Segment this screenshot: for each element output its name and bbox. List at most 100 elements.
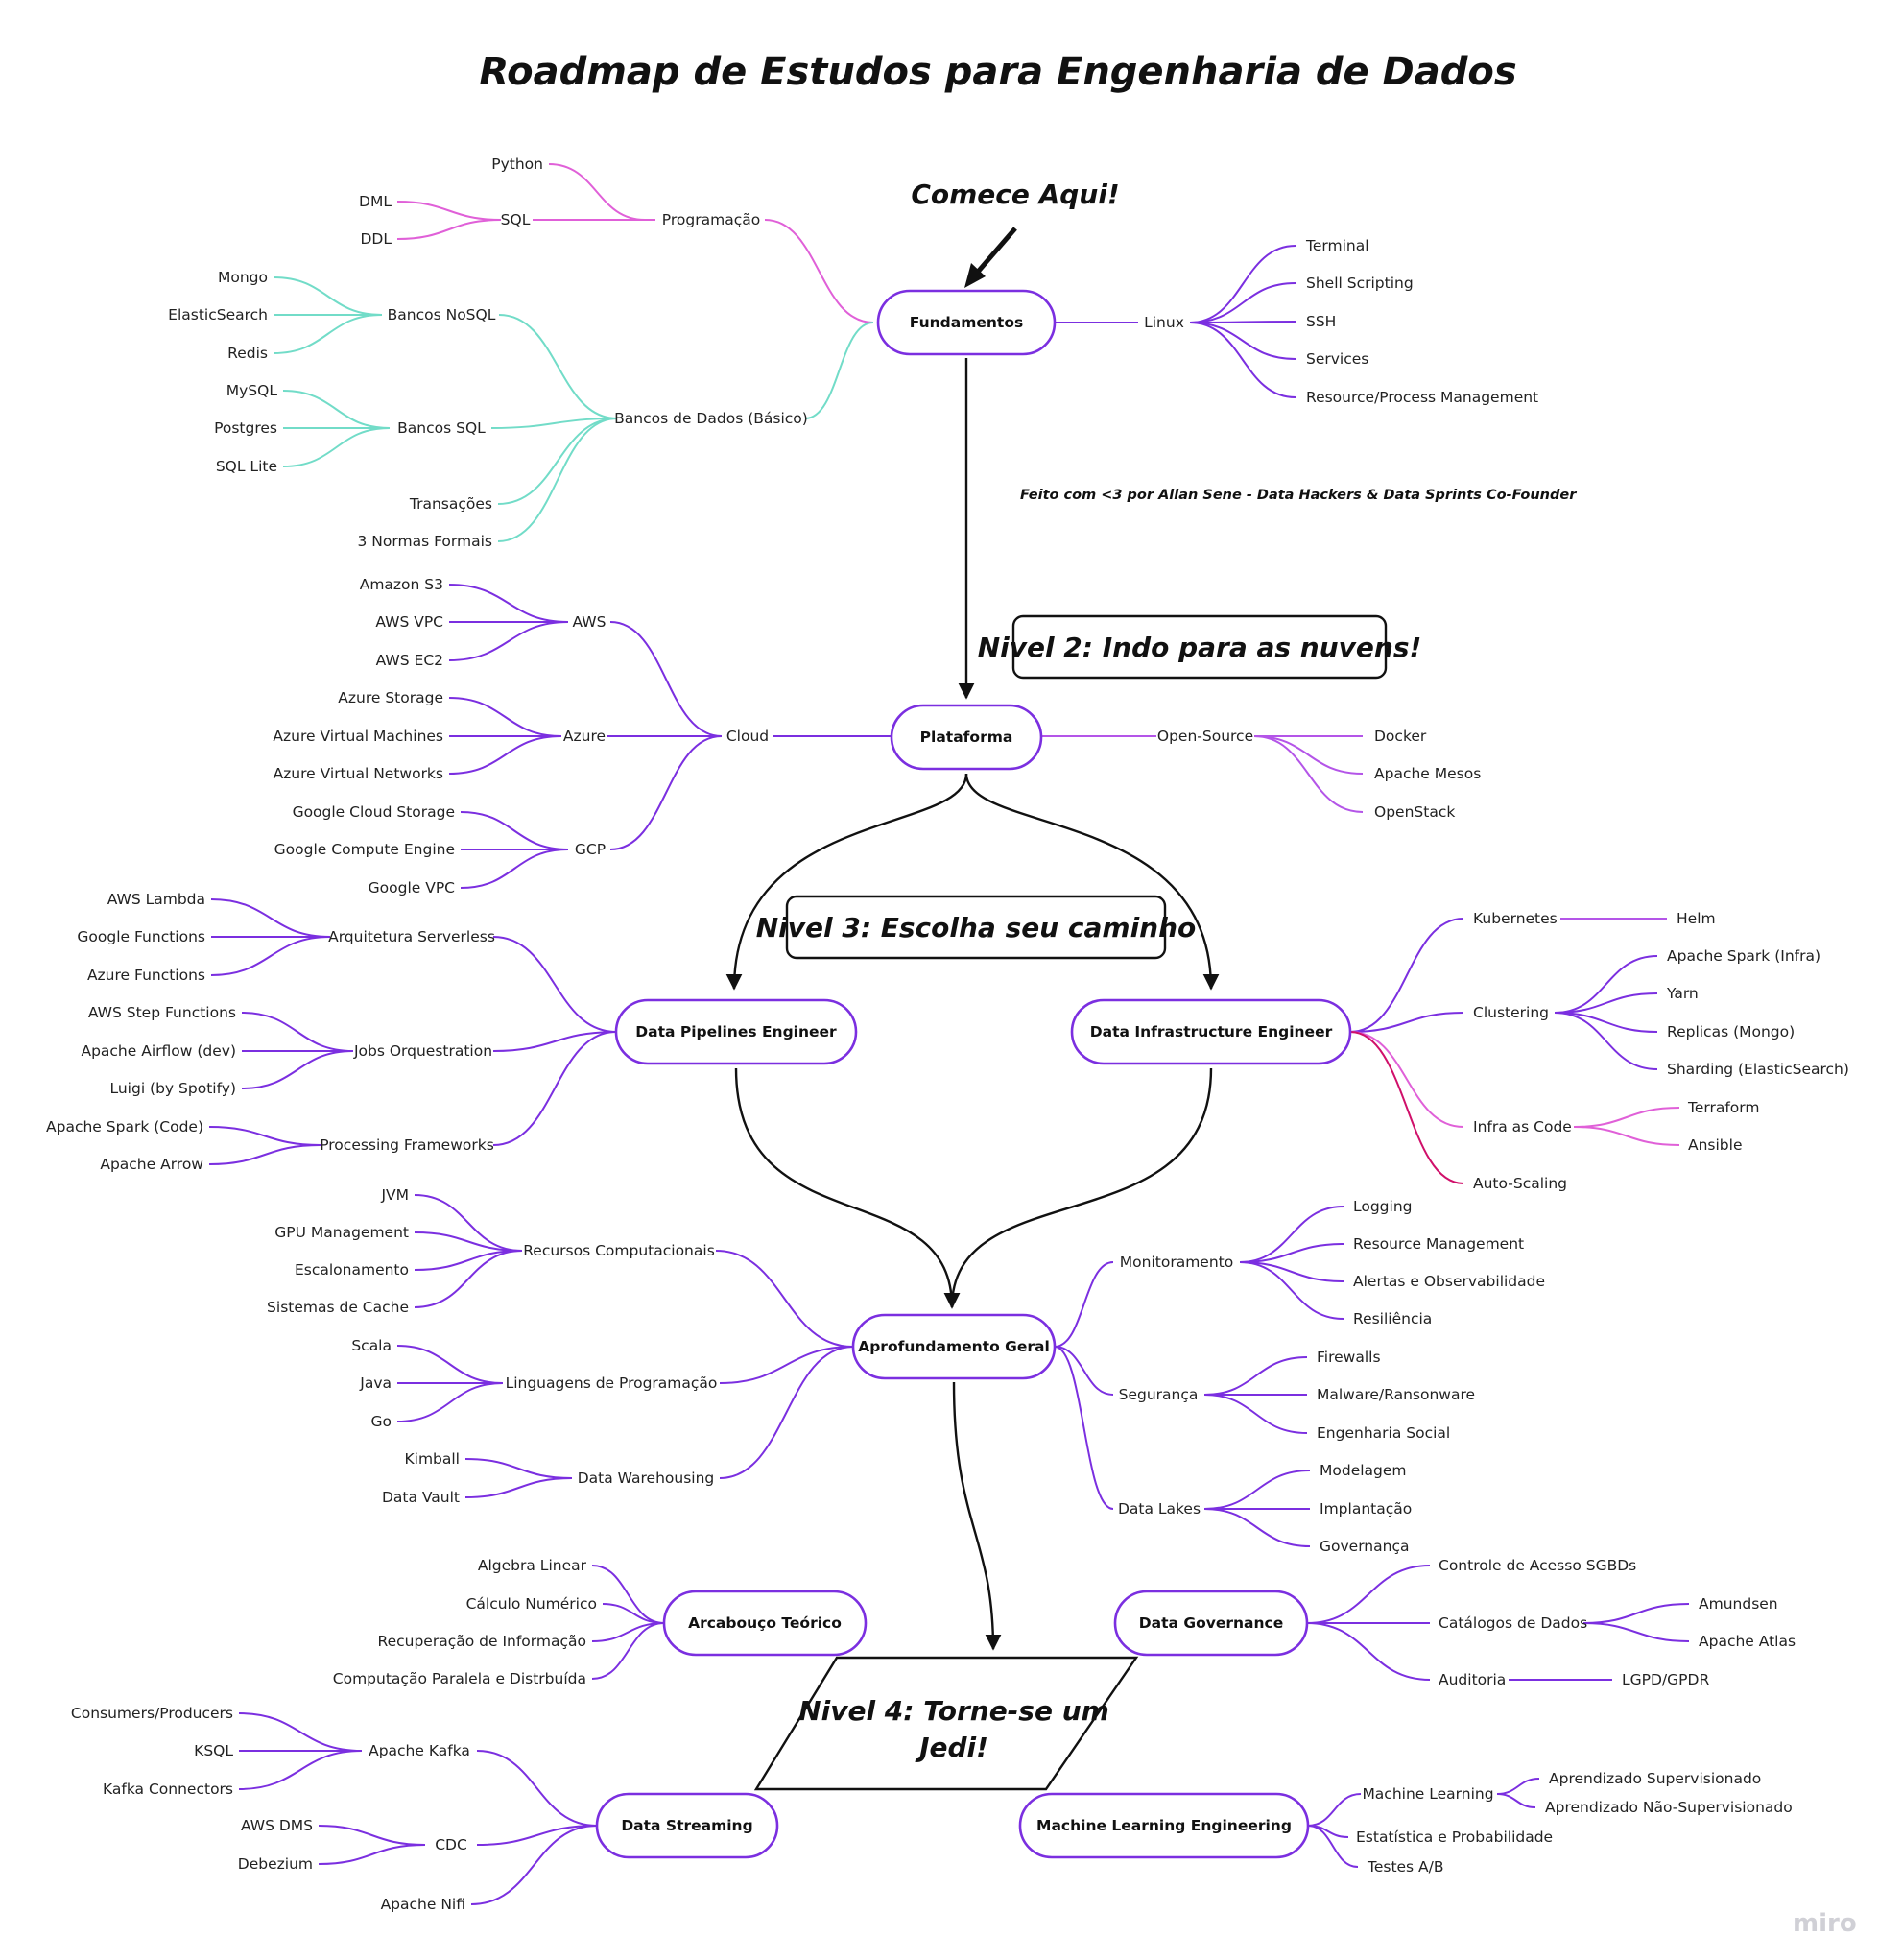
topic-amundsen[interactable]: Amundsen (1699, 1595, 1778, 1613)
topic-seguranca[interactable]: Segurança (1119, 1386, 1199, 1403)
topic-sqllite[interactable]: SQL Lite (216, 458, 277, 475)
topic-sql[interactable]: SQL (501, 211, 531, 228)
topic-calculo[interactable]: Cálculo Numérico (466, 1595, 597, 1613)
topic-resource-process[interactable]: Resource/Process Management (1306, 389, 1538, 406)
topic-shell[interactable]: Shell Scripting (1306, 275, 1414, 292)
node-governance[interactable]: Data Governance (1113, 1590, 1309, 1657)
topic-java[interactable]: Java (359, 1374, 392, 1392)
topic-auditoria[interactable]: Auditoria (1439, 1671, 1506, 1688)
topic-spark-infra[interactable]: Apache Spark (Infra) (1667, 947, 1820, 965)
node-plataforma[interactable]: Plataforma (890, 704, 1043, 771)
topic-firewalls[interactable]: Firewalls (1317, 1349, 1381, 1366)
topic-data-vault[interactable]: Data Vault (382, 1489, 460, 1506)
topic-yarn[interactable]: Yarn (1666, 985, 1699, 1002)
topic-nosql[interactable]: Bancos NoSQL (388, 306, 496, 323)
topic-docker[interactable]: Docker (1374, 728, 1427, 745)
topic-aws[interactable]: AWS (573, 613, 607, 631)
topic-terraform[interactable]: Terraform (1687, 1099, 1759, 1116)
topic-kafka[interactable]: Apache Kafka (369, 1742, 470, 1759)
topic-ksql[interactable]: KSQL (194, 1742, 233, 1759)
node-streaming[interactable]: Data Streaming (595, 1792, 779, 1859)
topic-alertas[interactable]: Alertas e Observabilidade (1353, 1273, 1545, 1290)
topic-openstack[interactable]: OpenStack (1374, 803, 1455, 821)
topic-gce[interactable]: Google Compute Engine (274, 841, 455, 858)
topic-ssh[interactable]: SSH (1306, 313, 1336, 330)
topic-testes[interactable]: Testes A/B (1367, 1858, 1444, 1876)
topic-governanca[interactable]: Governança (1320, 1538, 1409, 1555)
topic-implantacao[interactable]: Implantação (1320, 1500, 1412, 1518)
topic-s3[interactable]: Amazon S3 (360, 576, 443, 593)
topic-services[interactable]: Services (1306, 350, 1368, 368)
topic-data-lakes[interactable]: Data Lakes (1118, 1500, 1201, 1518)
topic-autoscaling[interactable]: Auto-Scaling (1473, 1175, 1567, 1192)
topic-logging[interactable]: Logging (1353, 1198, 1413, 1215)
topic-jobs[interactable]: Jobs Orquestration (353, 1042, 492, 1060)
topic-gvpc[interactable]: Google VPC (369, 879, 455, 896)
topic-python[interactable]: Python (491, 155, 543, 173)
topic-controle[interactable]: Controle de Acesso SGBDs (1439, 1557, 1636, 1574)
topic-engenharia-social[interactable]: Engenharia Social (1317, 1424, 1450, 1442)
topic-afunctions[interactable]: Azure Functions (87, 967, 205, 984)
topic-azure-storage[interactable]: Azure Storage (338, 689, 443, 706)
topic-debezium[interactable]: Debezium (238, 1855, 313, 1873)
topic-clustering[interactable]: Clustering (1473, 1004, 1549, 1021)
topic-mongo[interactable]: Mongo (218, 269, 268, 286)
topic-azure[interactable]: Azure (563, 728, 606, 745)
topic-helm[interactable]: Helm (1677, 910, 1716, 927)
node-fundamentos[interactable]: Fundamentos (876, 289, 1057, 356)
topic-step-functions[interactable]: AWS Step Functions (88, 1004, 236, 1021)
topic-normas[interactable]: 3 Normas Formais (358, 533, 493, 550)
topic-connectors[interactable]: Kafka Connectors (103, 1781, 233, 1798)
topic-lgpd[interactable]: LGPD/GPDR (1622, 1671, 1709, 1688)
topic-catalogos[interactable]: Catálogos de Dados (1439, 1614, 1587, 1632)
topic-cloud[interactable]: Cloud (726, 728, 769, 745)
topic-computacao[interactable]: Computação Paralela e Distrbuída (333, 1670, 586, 1687)
topic-escalonamento[interactable]: Escalonamento (295, 1261, 409, 1279)
topic-gcp[interactable]: GCP (575, 841, 606, 858)
topic-luigi[interactable]: Luigi (by Spotify) (109, 1080, 236, 1097)
topic-ec2[interactable]: AWS EC2 (376, 652, 443, 669)
topic-recuperacao[interactable]: Recuperação de Informação (378, 1633, 586, 1650)
topic-estatistica[interactable]: Estatística e Probabilidade (1356, 1829, 1553, 1846)
topic-spark-code[interactable]: Apache Spark (Code) (46, 1118, 203, 1135)
topic-atlas[interactable]: Apache Atlas (1699, 1633, 1796, 1650)
topic-supervisionado[interactable]: Aprendizado Supervisionado (1549, 1770, 1761, 1787)
topic-monitoramento[interactable]: Monitoramento (1120, 1254, 1233, 1271)
topic-mesos[interactable]: Apache Mesos (1374, 765, 1481, 782)
topic-replicas[interactable]: Replicas (Mongo) (1667, 1023, 1795, 1040)
topic-bancos-sql[interactable]: Bancos SQL (397, 419, 486, 437)
topic-open-source[interactable]: Open-Source (1157, 728, 1253, 745)
topic-arrow[interactable]: Apache Arrow (100, 1156, 203, 1173)
topic-linguagens[interactable]: Linguagens de Programação (506, 1374, 718, 1392)
topic-gpu[interactable]: GPU Management (274, 1224, 409, 1241)
node-arcabouco[interactable]: Arcabouço Teórico (662, 1590, 868, 1657)
topic-postgres[interactable]: Postgres (214, 419, 277, 437)
topic-resiliencia[interactable]: Resiliência (1353, 1310, 1432, 1327)
topic-nifi[interactable]: Apache Nifi (381, 1896, 465, 1913)
topic-processing[interactable]: Processing Frameworks (320, 1136, 494, 1154)
topic-warehousing[interactable]: Data Warehousing (578, 1470, 715, 1487)
topic-modelagem[interactable]: Modelagem (1320, 1462, 1407, 1479)
node-infrastructure[interactable]: Data Infrastructure Engineer (1070, 998, 1352, 1065)
topic-lambda[interactable]: AWS Lambda (107, 891, 205, 908)
topic-kimball[interactable]: Kimball (404, 1450, 460, 1468)
topic-azure-net[interactable]: Azure Virtual Networks (274, 765, 443, 782)
topic-dml[interactable]: DML (359, 193, 392, 210)
topic-terminal[interactable]: Terminal (1305, 237, 1369, 254)
topic-consumers[interactable]: Consumers/Producers (71, 1705, 233, 1722)
topic-mysql[interactable]: MySQL (226, 382, 278, 399)
topic-transacoes[interactable]: Transações (409, 495, 492, 513)
topic-jvm[interactable]: JVM (380, 1186, 409, 1204)
topic-kubernetes[interactable]: Kubernetes (1473, 910, 1558, 927)
topic-airflow[interactable]: Apache Airflow (dev) (81, 1042, 236, 1060)
node-pipelines[interactable]: Data Pipelines Engineer (614, 998, 858, 1065)
topic-go[interactable]: Go (371, 1413, 392, 1430)
topic-scala[interactable]: Scala (351, 1337, 392, 1354)
topic-elasticsearch[interactable]: ElasticSearch (168, 306, 268, 323)
topic-algebra[interactable]: Algebra Linear (478, 1557, 587, 1574)
topic-redis[interactable]: Redis (227, 345, 268, 362)
topic-gfunctions[interactable]: Google Functions (77, 928, 205, 945)
topic-iac[interactable]: Infra as Code (1473, 1118, 1572, 1135)
topic-malware[interactable]: Malware/Ransonware (1317, 1386, 1475, 1403)
topic-ansible[interactable]: Ansible (1688, 1136, 1743, 1154)
